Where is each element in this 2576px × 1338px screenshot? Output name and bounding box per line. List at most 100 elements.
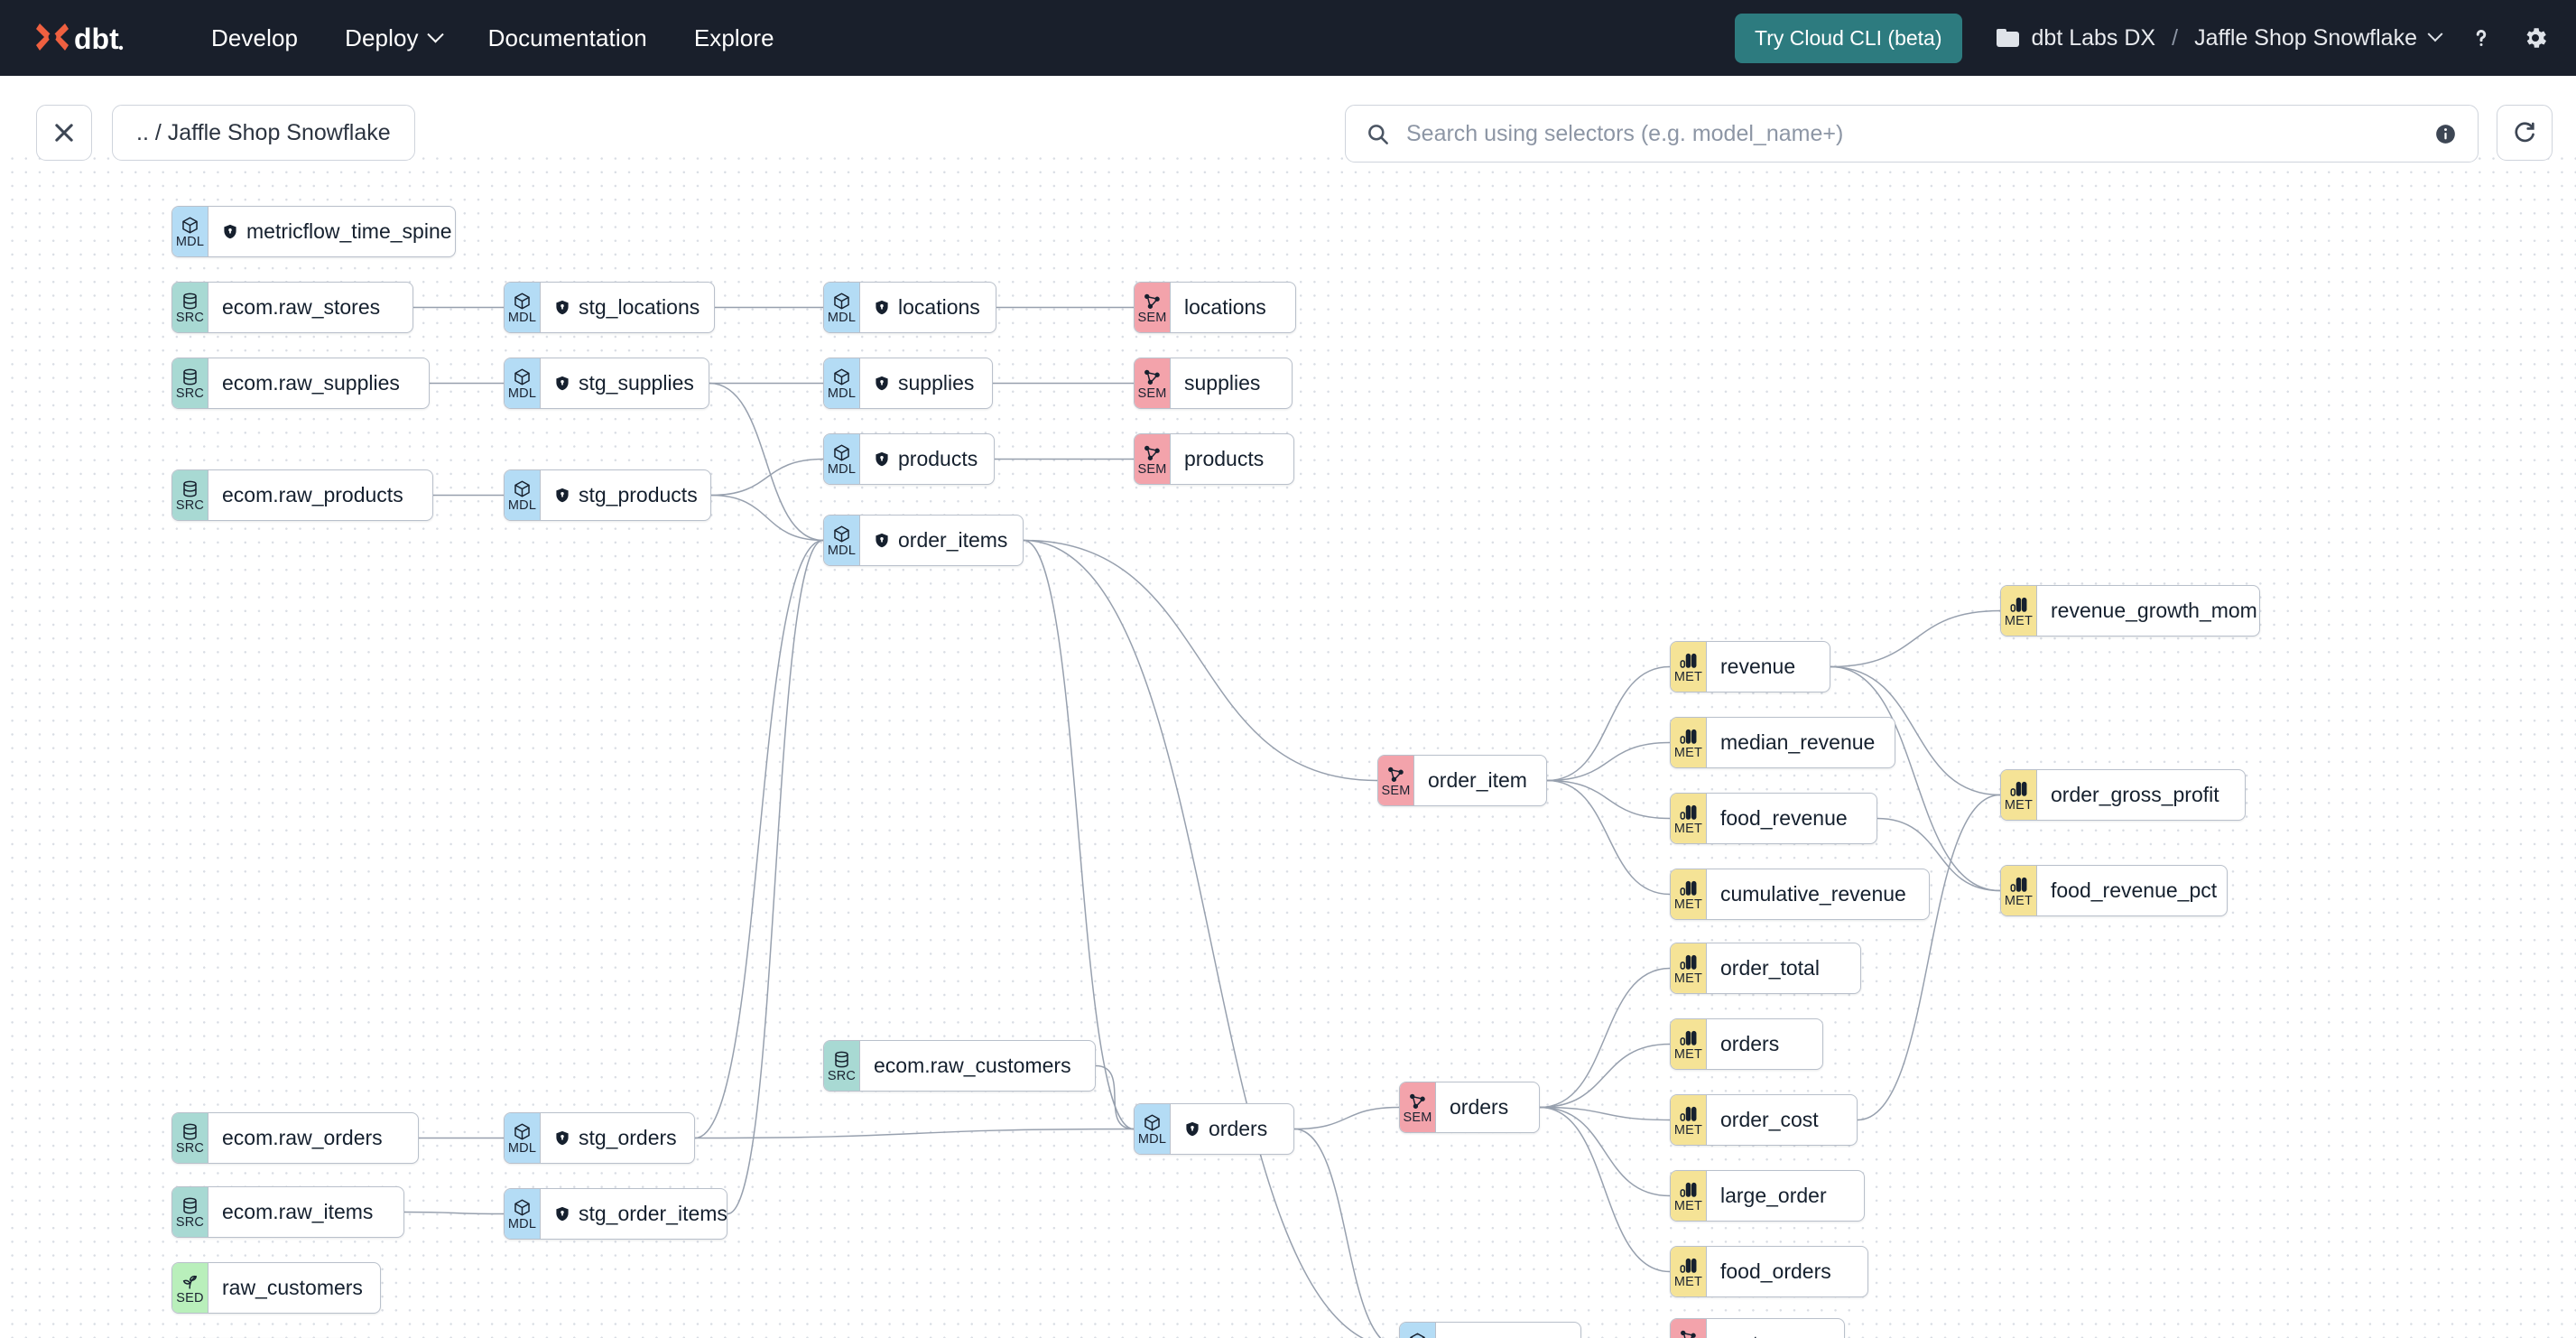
main-nav-links: Develop Deploy Documentation Explore (188, 15, 798, 61)
nav-link-develop[interactable]: Develop (188, 15, 321, 61)
graph-node-src_raw_stores[interactable]: SRC ecom.raw_stores (171, 282, 413, 333)
node-type-badge-sem: SEM (1400, 1082, 1436, 1132)
nav-link-deploy[interactable]: Deploy (321, 15, 465, 61)
node-type-badge-mdl: MDL (505, 283, 541, 332)
node-type-label: MET (2004, 798, 2034, 813)
contract-shield-icon (554, 299, 570, 316)
node-body: stg_locations (541, 283, 714, 332)
lineage-edge (694, 1128, 1135, 1139)
bar-chart-icon (1679, 1255, 1698, 1275)
cube-icon (513, 367, 532, 386)
refresh-icon (2515, 122, 2534, 143)
dbt-logo[interactable]: dbt (34, 18, 125, 58)
project-context-button[interactable]: .. / Jaffle Shop Snowflake (112, 105, 415, 161)
refresh-button[interactable] (2497, 105, 2553, 161)
breadcrumb-project[interactable]: Jaffle Shop Snowflake (2194, 24, 2417, 51)
node-body: locations (1171, 283, 1283, 332)
search-input[interactable] (1404, 119, 2433, 148)
close-button[interactable] (36, 105, 92, 161)
node-type-badge-mdl: MDL (505, 1189, 541, 1239)
lineage-edge (1546, 779, 1671, 896)
node-label: supplies (898, 371, 975, 395)
try-cloud-cli-button[interactable]: Try Cloud CLI (beta) (1735, 13, 1962, 63)
lineage-edge (1546, 665, 1671, 782)
database-icon (181, 1121, 199, 1141)
graph-node-sem_customers[interactable]: SEMcustomers (1670, 1318, 1845, 1338)
node-type-badge-met: MET (2001, 866, 2037, 915)
cube-icon (513, 291, 532, 311)
lineage-edge (1023, 539, 1135, 1130)
bar-chart-icon (2009, 874, 2028, 894)
nav-right-group: Try Cloud CLI (beta) dbt Labs DX / Jaffl… (1735, 13, 2576, 63)
node-type-label: MET (1673, 897, 1703, 912)
nav-label-documentation: Documentation (487, 23, 647, 51)
node-type-label: MET (1673, 822, 1703, 836)
gear-icon[interactable] (2522, 24, 2549, 51)
close-icon (55, 124, 73, 142)
nav-link-documentation[interactable]: Documentation (465, 15, 671, 61)
graph-node-sem_order_item[interactable]: SEM order_item (1377, 755, 1547, 806)
bar-chart-icon (1679, 878, 1698, 897)
search-bar[interactable] (1345, 105, 2479, 163)
bar-chart-icon (2009, 594, 2028, 614)
chevron-down-icon[interactable] (2427, 26, 2443, 42)
node-body: stg_order_items (541, 1189, 727, 1239)
breadcrumb-separator: / (2172, 24, 2179, 51)
database-icon (181, 1195, 199, 1215)
graph-node-mdl_customers[interactable]: MDLcustomers (1399, 1322, 1581, 1338)
breadcrumb-account[interactable]: dbt Labs DX (2031, 24, 2156, 51)
info-icon[interactable] (2433, 122, 2458, 146)
node-label: revenue (1720, 655, 1796, 678)
node-body: products (860, 434, 994, 484)
node-type-badge-mdl: MDL (1135, 1104, 1171, 1154)
help-icon[interactable] (2468, 24, 2495, 51)
node-type-badge-sem: SEM (1378, 756, 1414, 805)
lineage-edge (1830, 665, 2001, 796)
node-type-label: SEM (1137, 462, 1167, 477)
node-label: ecom.raw_stores (222, 295, 381, 319)
node-type-label: SEM (1137, 386, 1167, 401)
node-label: order_item (1428, 768, 1527, 792)
database-icon (181, 479, 199, 498)
node-body: customers (1707, 1319, 1832, 1338)
nav-link-explore[interactable]: Explore (671, 15, 798, 61)
node-type-badge-src: SRC (172, 1187, 208, 1237)
node-body: food_revenue_pct (2037, 866, 2227, 915)
node-type-label: SRC (175, 311, 205, 325)
node-type-badge-src: SRC (172, 470, 208, 520)
